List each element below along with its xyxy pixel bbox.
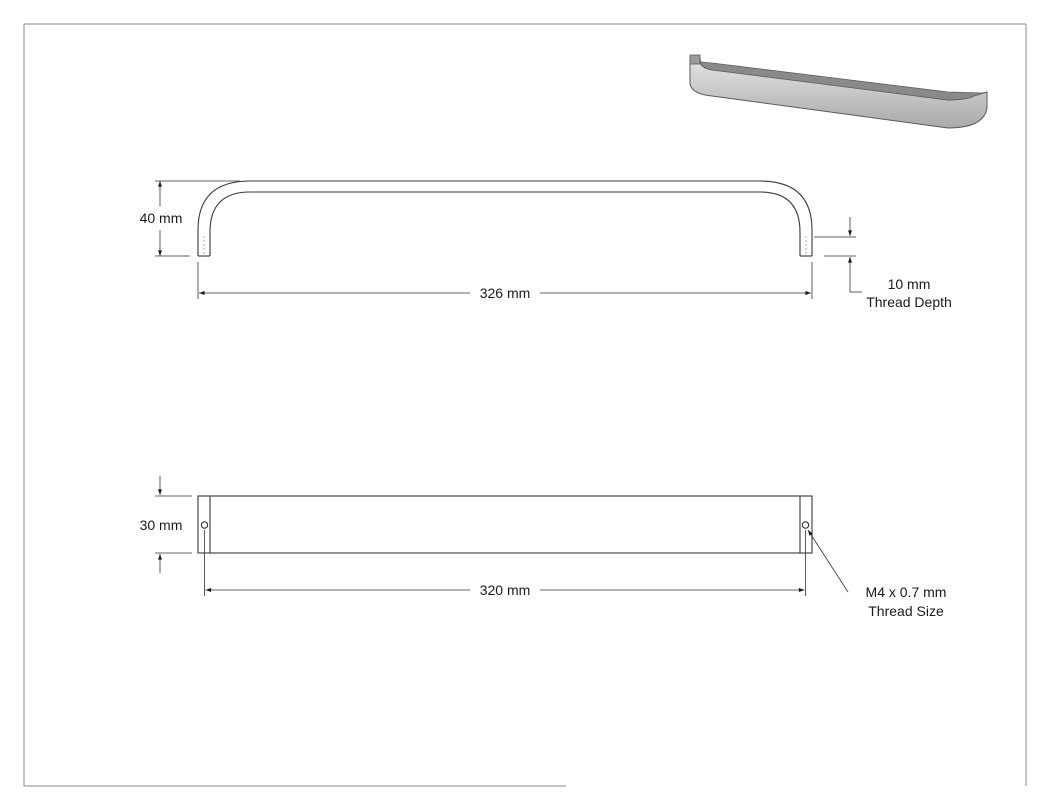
thread-size-value: M4 x 0.7 mm	[866, 584, 947, 600]
thread-size-callout: M4 x 0.7 mm Thread Size	[807, 529, 947, 619]
top-height-dimension: 30 mm	[140, 476, 192, 573]
top-height-label: 30 mm	[140, 517, 183, 533]
top-handle-outline	[197, 495, 813, 554]
front-length-dimension: 326 mm	[197, 262, 813, 301]
sheet-border	[23, 23, 1027, 787]
thread-size-caption: Thread Size	[868, 603, 944, 619]
front-view: 40 mm 326 mm 10 mm Thread Depth	[140, 180, 952, 310]
iso-handle-left-end	[689, 54, 701, 65]
top-length-dimension: 320 mm	[204, 530, 806, 598]
iso-handle-top	[699, 61, 985, 101]
top-length-label: 320 mm	[480, 582, 531, 598]
front-handle-outline	[197, 180, 813, 256]
front-handle-inner	[209, 191, 801, 256]
thread-depth-caption: Thread Depth	[866, 294, 952, 310]
thread-depth-value: 10 mm	[888, 276, 931, 292]
thread-depth-dimension: 10 mm Thread Depth	[814, 217, 952, 310]
top-view: 30 mm 320 mm M4 x 0.7 mm Thread Size	[140, 476, 947, 619]
front-height-dimension: 40 mm	[140, 180, 240, 257]
isometric-view	[689, 54, 988, 129]
front-length-label: 326 mm	[480, 285, 531, 301]
left-thread-hole	[200, 521, 209, 529]
front-height-label: 40 mm	[140, 210, 183, 226]
right-thread-hole	[801, 521, 810, 529]
